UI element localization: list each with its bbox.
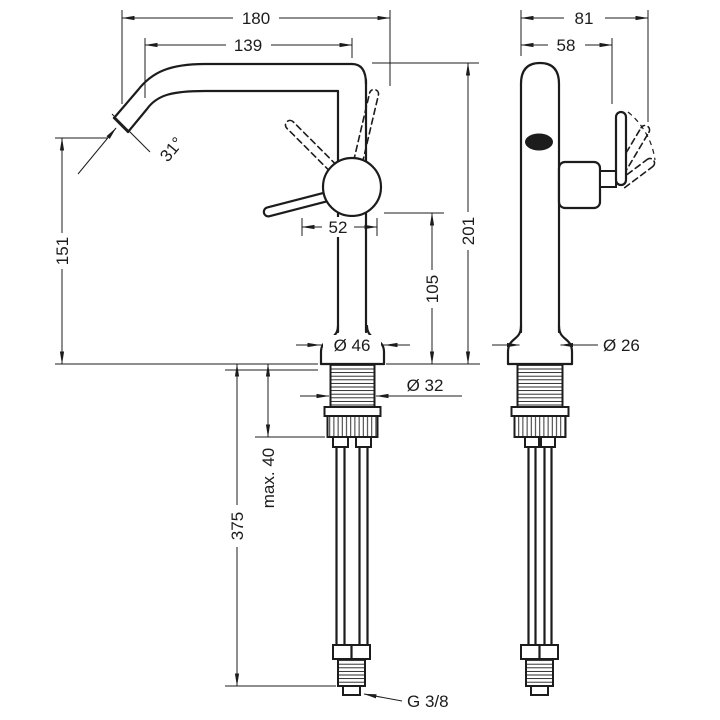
dim-shank-diameter-label: Ø 32 xyxy=(407,376,444,395)
handle-pivot xyxy=(321,156,383,218)
dim-overall-depth-label: 180 xyxy=(242,9,270,28)
dim-base-diameter: Ø 46 xyxy=(296,335,410,355)
dim-hose-length-label: 375 xyxy=(228,512,247,540)
dim-underbody-height: 105 xyxy=(423,212,442,365)
extension-lines xyxy=(55,10,649,687)
spout xyxy=(112,62,354,120)
mounting-shank xyxy=(323,363,382,438)
dim-spout-reach: 139 xyxy=(144,35,353,55)
dim-spout-angle-label: 31° xyxy=(156,134,187,166)
dim-underbody-height-label: 105 xyxy=(423,275,442,303)
dim-overall-depth: 180 xyxy=(121,8,391,28)
handle-range-dashed-side xyxy=(615,111,656,189)
dim-max-mounting-depth-label: max. 40 xyxy=(259,448,278,508)
spout-opening xyxy=(525,133,553,151)
dim-body-diameter: Ø 26 xyxy=(492,336,640,355)
dim-shank-diameter: Ø 32 xyxy=(300,376,462,399)
handle-range-dashed xyxy=(284,88,380,172)
handle-lever xyxy=(262,191,329,218)
dim-max-mounting-depth: max. 40 xyxy=(259,363,278,508)
dim-spout-reach-label: 139 xyxy=(234,36,262,55)
mounting-shank-side xyxy=(510,363,570,438)
dim-total-height: 201 xyxy=(459,62,478,365)
dim-side-width: 81 xyxy=(520,8,649,28)
dim-handle-length: 52 xyxy=(301,217,378,237)
hose-connector xyxy=(332,643,371,696)
dim-outlet-height: 151 xyxy=(51,137,72,365)
dim-connection-thread-label: G 3/8 xyxy=(407,692,449,711)
dim-spout-angle: 31° xyxy=(77,113,187,175)
dim-outlet-height-label: 151 xyxy=(53,237,72,265)
dim-handle-length-label: 52 xyxy=(329,218,348,237)
front-view xyxy=(112,62,386,696)
side-view xyxy=(506,61,656,696)
faucet-body-side xyxy=(519,61,561,334)
supply-hoses xyxy=(332,436,372,647)
dim-hose-length: 375 xyxy=(228,363,247,687)
dim-total-height-label: 201 xyxy=(459,217,478,245)
supply-hoses-side xyxy=(524,436,556,647)
dim-body-diameter-label: Ø 26 xyxy=(603,336,640,355)
dim-base-diameter-label: Ø 46 xyxy=(334,336,371,355)
dim-side-width-label: 81 xyxy=(575,9,594,28)
dim-body-offset-label: 58 xyxy=(557,36,576,55)
dim-body-offset: 58 xyxy=(520,35,613,55)
handle-side xyxy=(557,110,628,210)
hose-connector-side xyxy=(520,643,559,696)
dim-connection-thread: G 3/8 xyxy=(363,692,449,711)
